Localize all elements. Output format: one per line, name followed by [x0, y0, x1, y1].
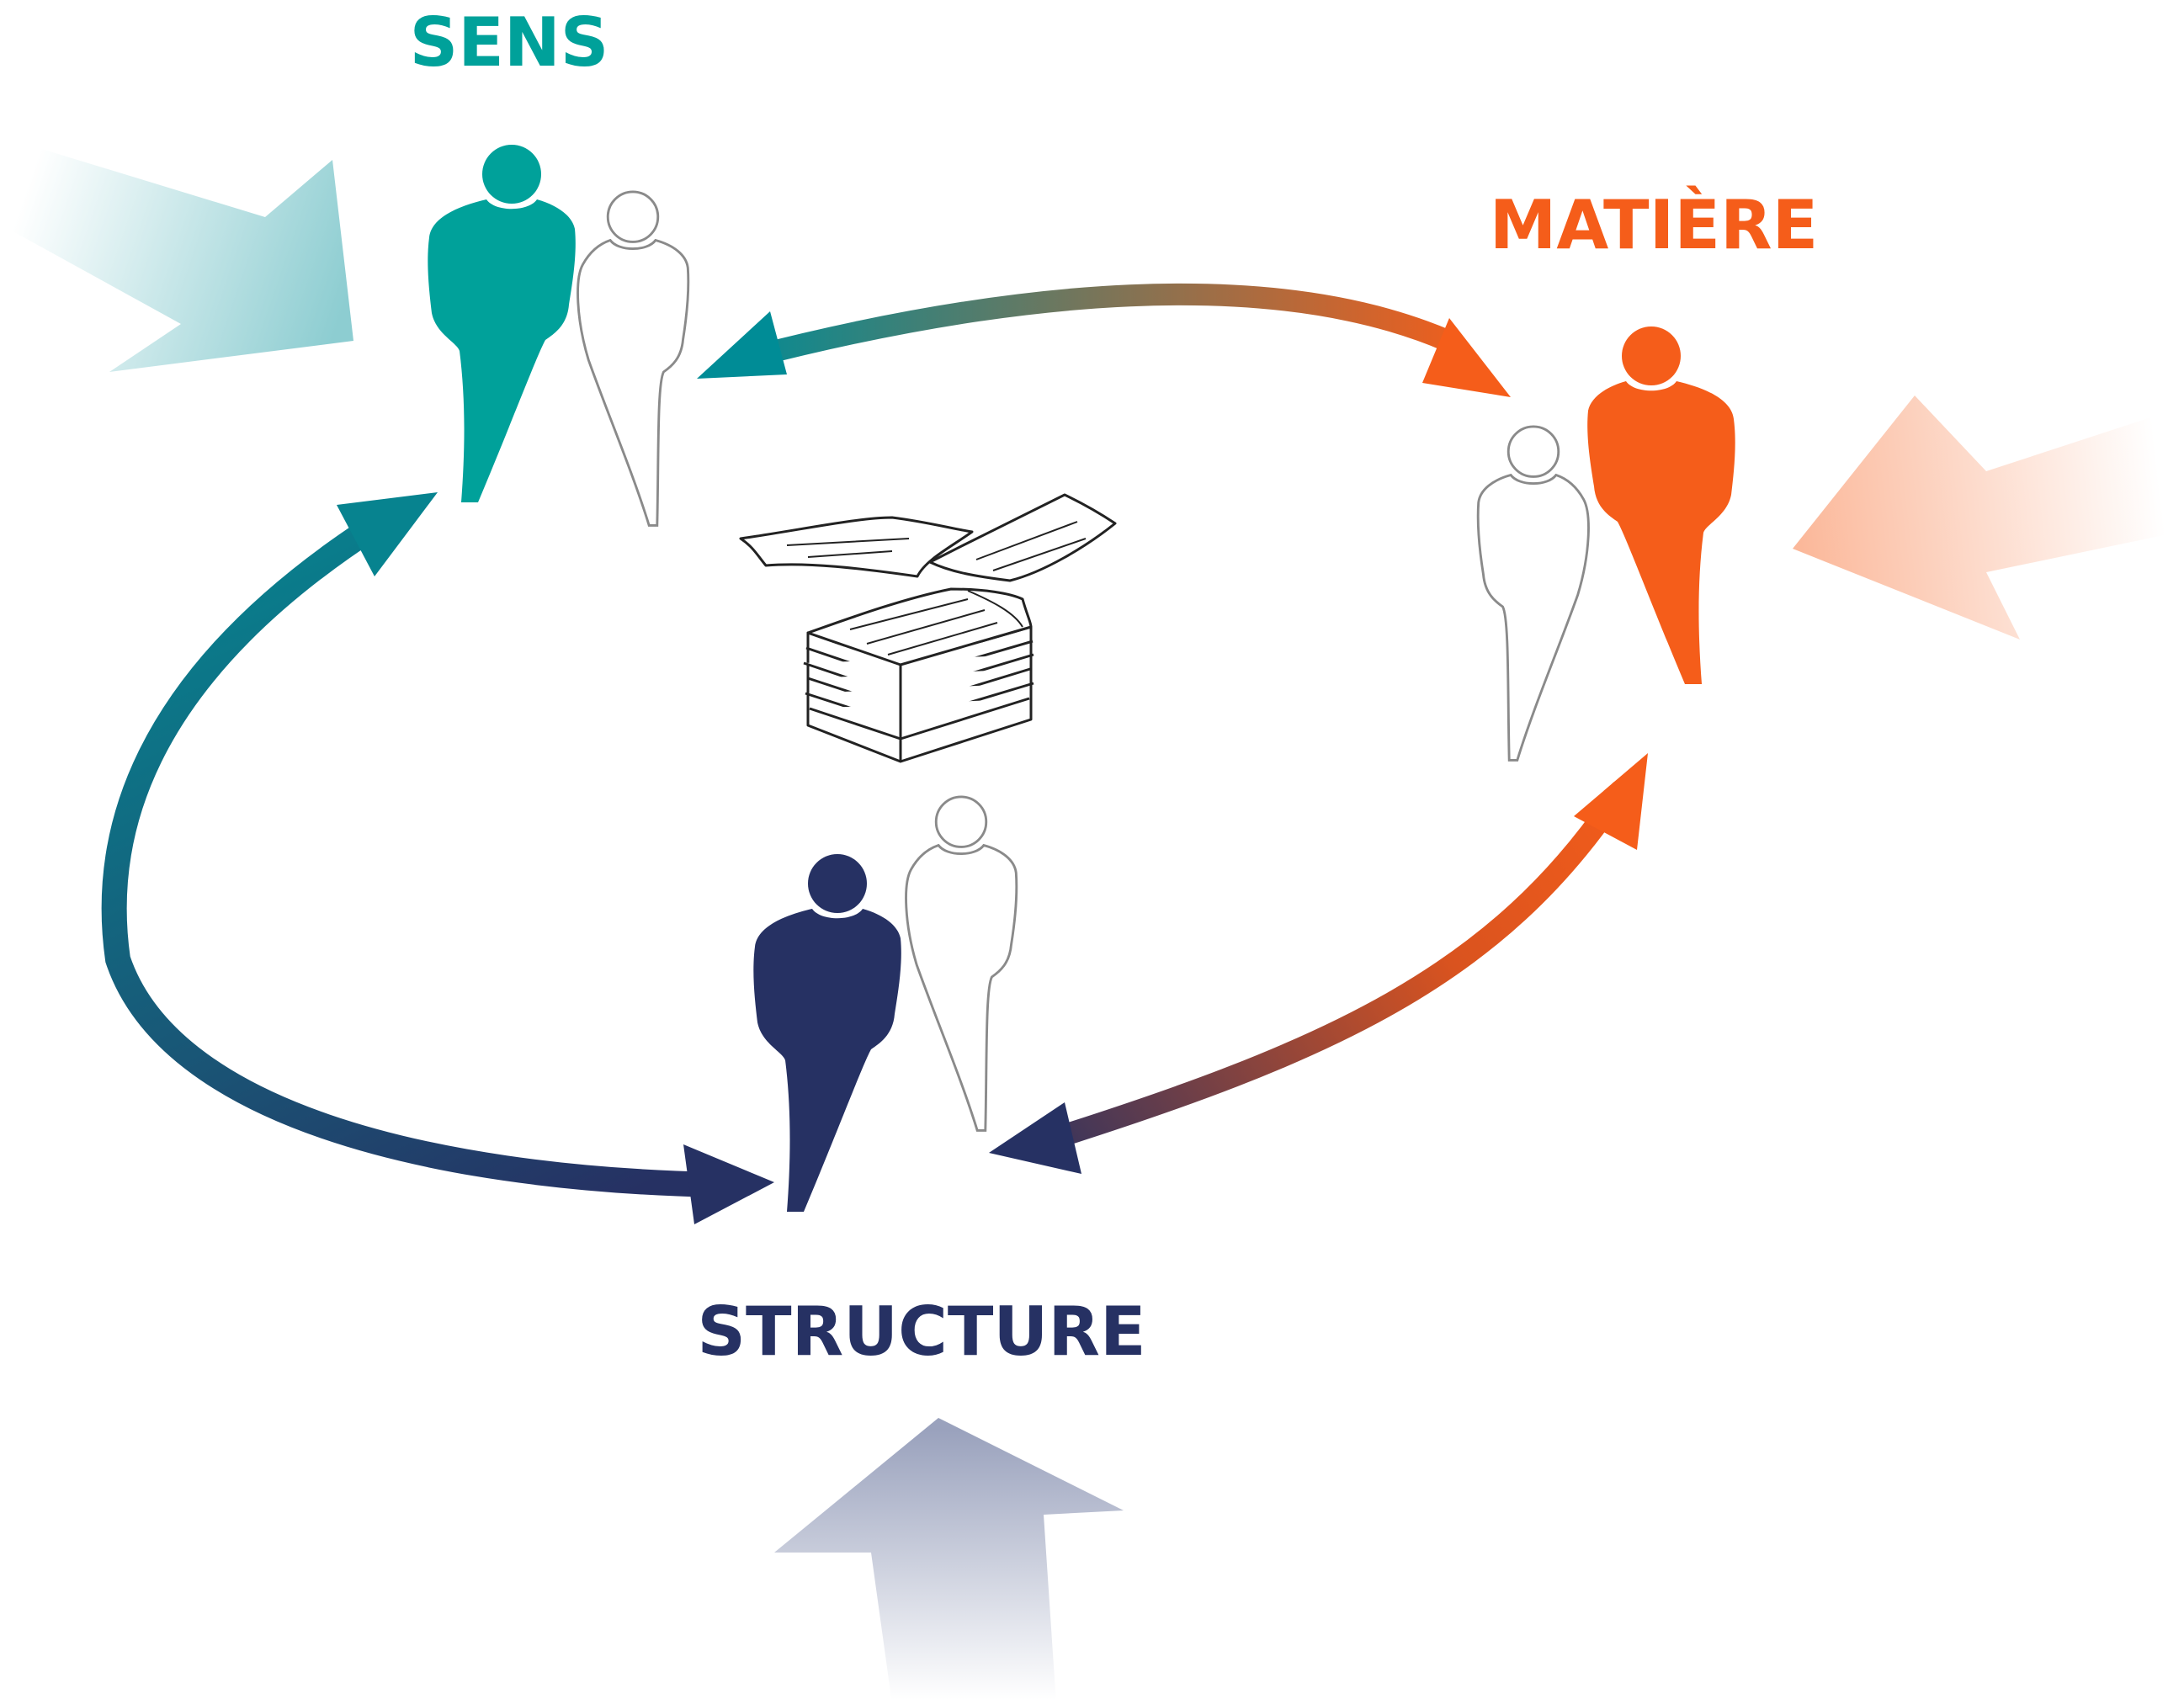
arrowhead-to-sens-left — [337, 492, 438, 576]
incoming-arrow-sens — [0, 141, 353, 372]
person-structure-filled-icon — [753, 854, 901, 1212]
incoming-arrow-matiere — [1793, 395, 2184, 640]
person-sens-filled-icon — [428, 145, 576, 502]
label-structure: STRUCTURE — [697, 1293, 1145, 1371]
arrowhead-to-matiere — [1422, 318, 1511, 397]
paper-stack-icon — [739, 493, 1117, 763]
arrow-sens-matiere — [738, 283, 1459, 369]
person-sens-outline-icon — [577, 190, 690, 527]
label-sens: SENS — [410, 3, 609, 82]
person-matiere-outline-icon — [1476, 425, 1590, 762]
label-matiere: MATIÈRE — [1490, 185, 1819, 264]
arrow-matiere-structure — [1024, 780, 1631, 1155]
arrowhead-to-structure-right — [989, 1102, 1081, 1174]
incoming-arrow-structure — [774, 1418, 1124, 1704]
arrow-sens-structure — [101, 513, 728, 1197]
person-matiere-filled-icon — [1587, 326, 1735, 684]
person-structure-outline-icon — [905, 795, 1018, 1132]
arrowhead-to-sens — [697, 311, 787, 379]
arrowhead-to-matiere-right — [1574, 753, 1648, 850]
arrowhead-to-structure-left — [683, 1144, 774, 1224]
